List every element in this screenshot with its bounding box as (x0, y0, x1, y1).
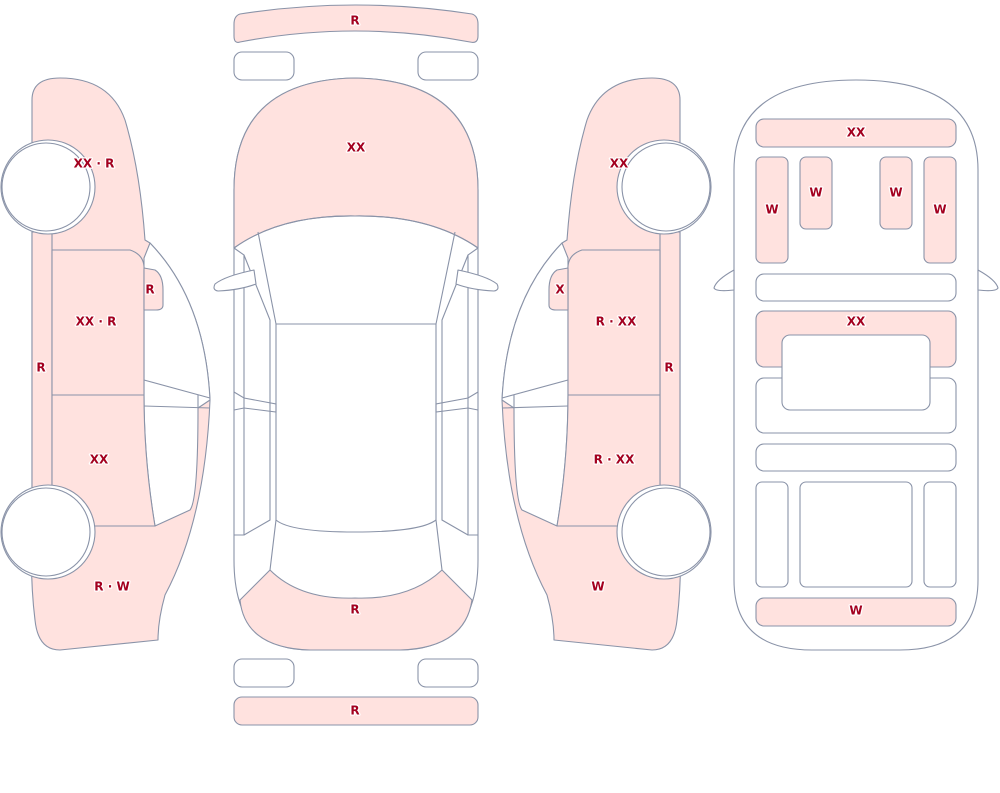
right-side-view: XX X R · XX R R · XX W (501, 77, 712, 651)
label-front-bumper: R (350, 14, 359, 28)
label-interior-console: XX (847, 315, 866, 329)
interior-dashboard[interactable] (755, 118, 957, 148)
label-interior-seat-2: W (809, 186, 822, 200)
label-right-quarter: W (591, 580, 604, 594)
right-rear-wheel-inner (621, 487, 711, 577)
label-interior-seat-3: W (889, 186, 902, 200)
interior-seat-3[interactable] (879, 156, 913, 230)
left-taillight (233, 658, 295, 688)
top-left-mirror (213, 269, 257, 292)
interior-left-mirror (713, 269, 735, 292)
label-interior-rear-shelf: W (849, 604, 862, 618)
top-view: R XX R R (213, 4, 499, 726)
label-right-rear-door: R · XX (594, 453, 635, 467)
left-side-view: XX · R R XX · R R XX R · W (0, 77, 211, 651)
left-headlight (233, 51, 295, 81)
interior-rear-seat-left (755, 481, 789, 588)
label-trunk: R (350, 603, 359, 617)
label-left-mirror: R (145, 283, 154, 297)
interior-center-screen (781, 334, 931, 411)
interior-right-mirror (977, 269, 999, 292)
right-front-door[interactable] (567, 249, 661, 396)
left-rear-door[interactable] (51, 394, 156, 527)
right-taillight (417, 658, 479, 688)
top-right-mirror (455, 269, 499, 292)
interior-rear-seat-center (799, 481, 913, 588)
label-right-sill: R (664, 361, 673, 375)
interior-seat-4[interactable] (923, 156, 957, 264)
interior-rear-bar (755, 443, 957, 472)
label-left-rear-door: XX (90, 453, 109, 467)
interior-front-bar (755, 273, 957, 302)
right-front-wheel-inner (621, 142, 711, 232)
label-right-mirror: X (555, 283, 565, 297)
label-interior-dashboard: XX (847, 126, 866, 140)
interior-view: XX W W W W XX W (713, 79, 999, 651)
label-left-front-door: XX · R (76, 315, 117, 329)
right-rear-door[interactable] (556, 394, 661, 527)
front-bumper[interactable] (233, 4, 479, 43)
right-mirror[interactable] (548, 267, 569, 311)
left-sill[interactable] (31, 231, 53, 525)
right-headlight (417, 51, 479, 81)
right-sill[interactable] (659, 231, 681, 525)
label-left-front-fender: XX · R (74, 157, 115, 171)
rear-bumper[interactable] (233, 696, 479, 726)
label-hood: XX (347, 141, 366, 155)
left-mirror[interactable] (143, 267, 164, 311)
left-front-wheel-inner (1, 142, 91, 232)
left-rear-wheel-inner (1, 487, 91, 577)
label-right-front-door: R · XX (596, 315, 637, 329)
label-interior-seat-1: W (765, 203, 778, 217)
label-left-quarter: R · W (94, 580, 129, 594)
interior-seat-2[interactable] (799, 156, 833, 230)
left-front-door[interactable] (51, 249, 145, 396)
trunk-lid[interactable] (239, 569, 473, 651)
label-right-front-fender: XX (610, 157, 629, 171)
label-left-sill: R (36, 361, 45, 375)
interior-rear-shelf[interactable] (755, 597, 957, 627)
label-interior-seat-4: W (933, 203, 946, 217)
interior-seat-1[interactable] (755, 156, 789, 264)
interior-rear-seat-right (923, 481, 957, 588)
label-rear-bumper: R (350, 704, 359, 718)
